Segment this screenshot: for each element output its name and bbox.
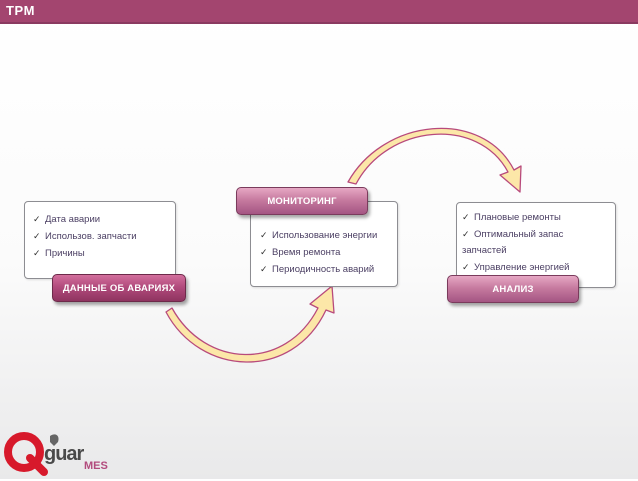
list-item: ✓Оптимальный запас [462,226,615,243]
list-item: ✓Дата аварии [33,211,175,228]
list-item: ✓Время ремонта [260,244,397,261]
monitoring-box: ✓Использование энергии ✓Время ремонта ✓П… [250,201,398,287]
list-item: ✓Использов. запчасти [33,228,175,245]
incident-data-label: ДАННЫЕ ОБ АВАРИЯХ [52,274,186,302]
qguar-logo-icon: guar [4,432,86,476]
checkmark-icon: ✓ [462,229,470,239]
checkmark-icon: ✓ [33,214,41,224]
product-name: MES [84,460,108,472]
qguar-mes-logo: guar MES [4,428,124,476]
list-item: ✓Использование энергии [260,227,397,244]
analysis-label: АНАЛИЗ [447,275,579,303]
incident-data-box: ✓Дата аварии ✓Использов. запчасти ✓Причи… [24,201,176,279]
arrow-monitoring-to-analysis [347,127,522,193]
svg-text:guar: guar [44,443,85,465]
checkmark-icon: ✓ [33,231,41,241]
list-item: запчастей [462,245,507,256]
checkmark-icon: ✓ [260,264,268,274]
monitoring-label: МОНИТОРИНГ [236,187,368,215]
header-bar: TPM [0,0,638,24]
page-title: TPM [6,3,35,18]
list-item: ✓Плановые ремонты [462,209,615,226]
checkmark-icon: ✓ [462,262,470,272]
checkmark-icon: ✓ [462,212,470,222]
checkmark-icon: ✓ [33,248,41,258]
arrow-data-to-monitoring [165,285,335,363]
checkmark-icon: ✓ [260,247,268,257]
list-item: ✓Причины [33,245,175,262]
list-item: ✓Периодичность аварий [260,261,397,278]
list-item: ✓Управление энергией [462,259,615,276]
checkmark-icon: ✓ [260,230,268,240]
analysis-box: ✓Плановые ремонты ✓Оптимальный запас зап… [456,202,616,288]
